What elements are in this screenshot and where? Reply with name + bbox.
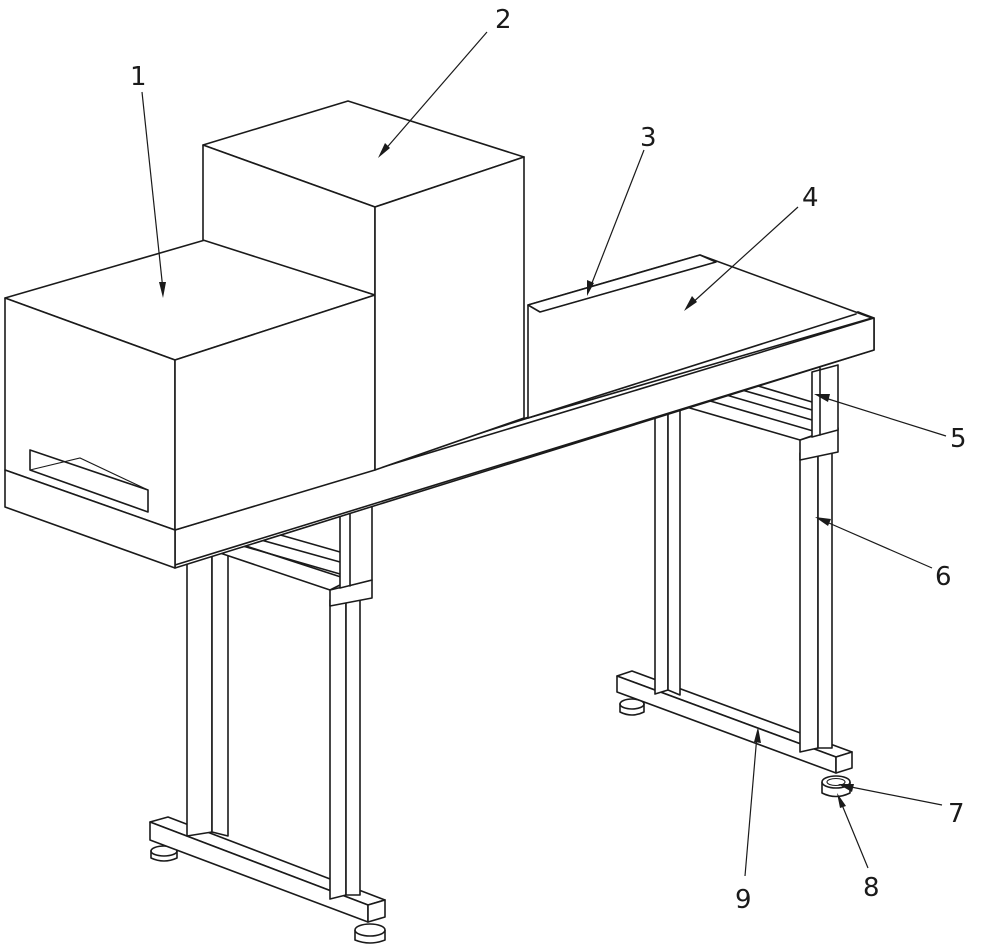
callout-3: 3 (640, 123, 657, 153)
leader-4 (689, 206, 799, 306)
arrow-4 (684, 296, 697, 311)
front-foot-right (354, 923, 386, 944)
arrow-5 (814, 394, 830, 402)
callout-4: 4 (802, 183, 819, 213)
front-upright-right (329, 579, 373, 900)
leader-2 (382, 31, 488, 153)
arrow-1 (159, 282, 166, 298)
leader-3 (589, 149, 645, 289)
conveyor-table (174, 254, 875, 569)
front-base-beam (149, 816, 386, 923)
rear-upright-right (799, 427, 839, 753)
arrow-3 (587, 280, 594, 296)
callout-6: 6 (935, 562, 952, 592)
leader-5 (821, 396, 947, 437)
callout-1: 1 (130, 62, 147, 92)
leader-8 (839, 799, 869, 869)
arrow-6 (815, 517, 831, 526)
rear-upright-left (654, 405, 681, 696)
arrow-7 (838, 784, 854, 792)
rear-foot-left (619, 698, 645, 716)
arrow-8 (837, 793, 846, 808)
leader-7 (845, 785, 943, 806)
callout-8: 8 (863, 873, 880, 903)
leader-1 (141, 91, 164, 291)
front-upright-left (186, 547, 229, 837)
leader-lines (141, 31, 947, 877)
housing-box-1 (4, 239, 376, 569)
callout-2: 2 (495, 5, 512, 35)
callout-5: 5 (950, 424, 967, 454)
front-leg-frame (149, 505, 386, 944)
callout-7: 7 (948, 799, 965, 829)
leader-6 (821, 519, 933, 569)
arrow-2 (378, 143, 390, 158)
outlet-slot (29, 449, 149, 513)
callout-labels: 1 2 3 4 5 6 7 8 9 (130, 5, 967, 915)
callout-9: 9 (735, 885, 752, 915)
rear-leg-frame (616, 364, 853, 798)
leader-9 (744, 734, 758, 877)
arrow-9 (754, 727, 761, 743)
housing-box-2 (202, 100, 525, 471)
